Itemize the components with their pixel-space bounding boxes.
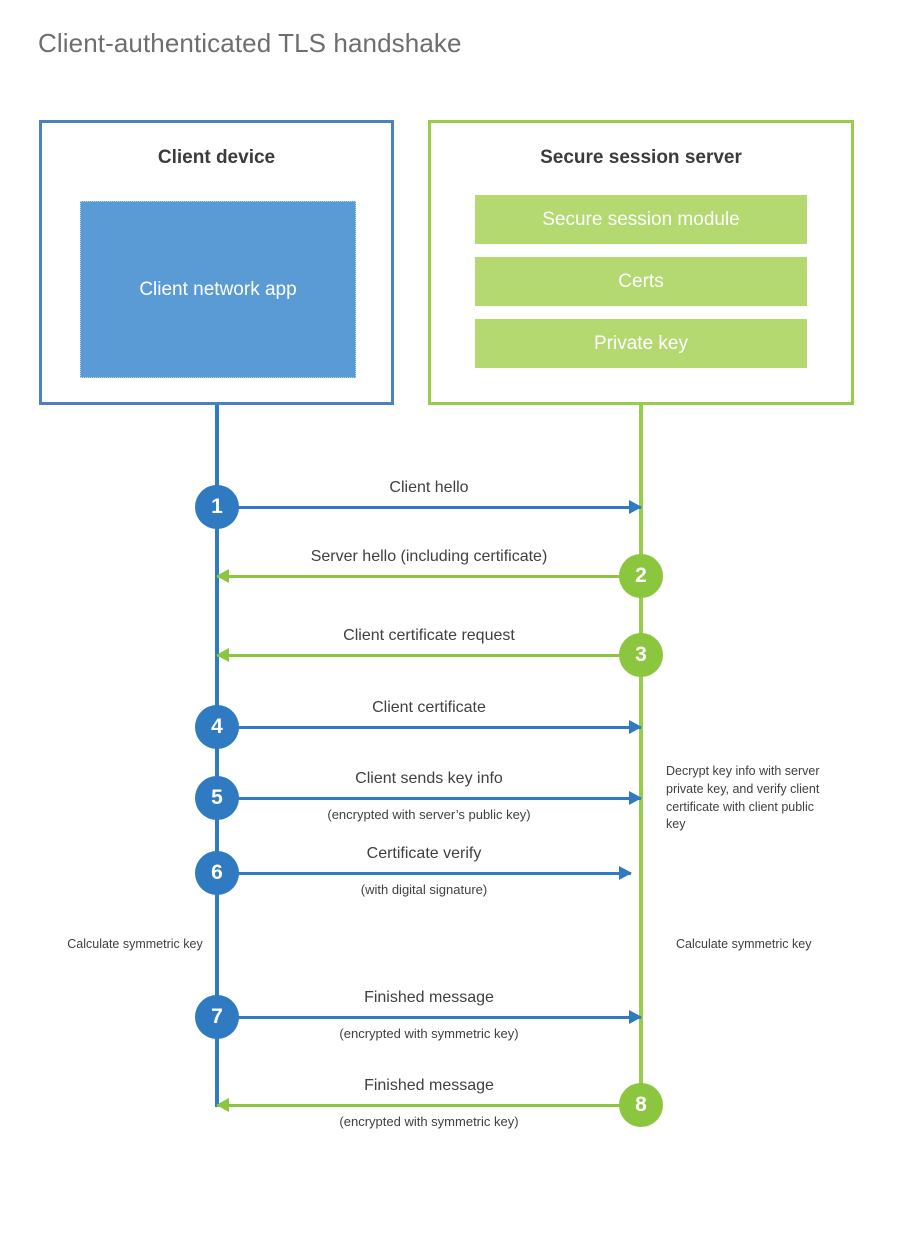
arrow-head-right-6 [619, 866, 632, 880]
arrow-head-right-7 [629, 1010, 642, 1024]
message-sublabel-6: (with digital signature) [360, 882, 488, 897]
message-line-7 [217, 1016, 641, 1019]
server-module-secure-session-module: Secure session module [475, 195, 807, 244]
annotation-server-calculate-symmetric-key: Calculate symmetric key [676, 937, 812, 951]
message-label-8: Finished message [364, 1077, 494, 1094]
server-module-certs: Certs [475, 257, 807, 306]
message-label-2: Server hello (including certificate) [310, 548, 548, 565]
arrow-head-left-2 [216, 569, 229, 583]
arrow-head-left-8 [216, 1098, 229, 1112]
client-lifeline [215, 405, 219, 1107]
message-line-4 [217, 726, 641, 729]
server-module-private-key: Private key [475, 319, 807, 368]
step-badge-7: 7 [195, 995, 239, 1039]
secure-session-server-box: Secure session server Secure session mod… [428, 120, 854, 405]
annotation-server-decrypt: Decrypt key info with server private key… [666, 764, 820, 832]
step-badge-2: 2 [619, 554, 663, 598]
step-badge-6: 6 [195, 851, 239, 895]
message-line-1 [217, 506, 641, 509]
message-line-2 [217, 575, 641, 578]
message-label-4: Client certificate [372, 699, 486, 716]
message-sublabel-5: (encrypted with server’s public key) [327, 807, 531, 822]
arrow-head-right-1 [629, 500, 642, 514]
client-device-title: Client device [157, 147, 276, 168]
annotation-client-calculate-symmetric-key: Calculate symmetric key [67, 937, 203, 951]
server-module-list: Secure session module Certs Private key [475, 195, 807, 381]
message-label-7: Finished message [364, 989, 494, 1006]
client-device-box: Client device Client network app [39, 120, 394, 405]
step-badge-4: 4 [195, 705, 239, 749]
message-line-5 [217, 797, 641, 800]
step-badge-8: 8 [619, 1083, 663, 1127]
message-line-6 [217, 872, 631, 875]
server-lifeline [639, 405, 643, 1105]
secure-session-server-title: Secure session server [540, 147, 742, 168]
arrow-head-right-4 [629, 720, 642, 734]
client-network-app-block: Client network app [80, 201, 356, 378]
message-sublabel-7: (encrypted with symmetric key) [339, 1026, 519, 1041]
message-line-3 [217, 654, 641, 657]
message-sublabel-8: (encrypted with symmetric key) [339, 1114, 519, 1129]
message-label-1: Client hello [389, 479, 469, 496]
page-title: Client-authenticated TLS handshake [38, 28, 462, 58]
arrow-head-left-3 [216, 648, 229, 662]
message-label-5: Client sends key info [355, 770, 503, 787]
step-badge-3: 3 [619, 633, 663, 677]
step-badge-5: 5 [195, 776, 239, 820]
message-label-3: Client certificate request [343, 627, 515, 644]
arrow-head-right-5 [629, 791, 642, 805]
message-label-6: Certificate verify [366, 845, 482, 862]
step-badge-1: 1 [195, 485, 239, 529]
message-line-8 [217, 1104, 641, 1107]
